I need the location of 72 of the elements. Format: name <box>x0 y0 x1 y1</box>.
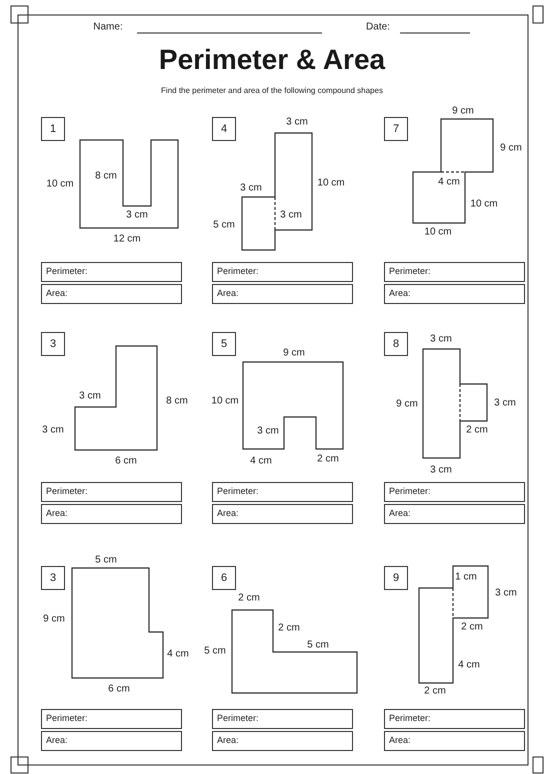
dimension-label: 10 cm <box>317 176 345 190</box>
dimension-label: 12 cm <box>113 232 141 246</box>
problem-number: 5 <box>212 332 236 356</box>
dimension-label: 4 cm <box>250 454 272 468</box>
dimension-label: 3 cm <box>286 116 308 130</box>
dimension-label: 2 cm <box>238 592 260 606</box>
answer-field: Perimeter: <box>384 482 525 502</box>
dimension-label: 9 cm <box>452 104 474 118</box>
dimension-label: 4 cm <box>438 176 460 190</box>
problem-number: 3 <box>41 566 65 590</box>
problem-number: 3 <box>41 332 65 356</box>
dimension-label: 3 cm <box>257 424 279 438</box>
dimension-label: 10 cm <box>211 394 239 408</box>
answer-field: Perimeter: <box>41 709 182 729</box>
dimension-label: 9 cm <box>283 346 305 360</box>
dimension-label: 3 cm <box>430 464 452 478</box>
answer-field: Area: <box>212 504 353 524</box>
dimension-label: 5 cm <box>213 218 235 232</box>
dimension-label: 10 cm <box>470 198 498 212</box>
dimension-label: 4 cm <box>167 648 189 662</box>
dimension-label: 9 cm <box>43 612 65 626</box>
dimension-label: 3 cm <box>126 208 148 222</box>
problem-number: 9 <box>384 566 408 590</box>
dimension-label: 6 cm <box>115 454 137 468</box>
dimension-label: 4 cm <box>458 658 480 672</box>
answer-field: Perimeter: <box>384 262 525 282</box>
dimension-label: 8 cm <box>95 170 117 184</box>
dimension-label: 1 cm <box>455 570 477 584</box>
dimension-label: 6 cm <box>108 682 130 696</box>
answer-field: Perimeter: <box>41 482 182 502</box>
problem-number: 7 <box>384 117 408 141</box>
dimension-label: 10 cm <box>424 226 452 240</box>
dimension-label: 3 cm <box>280 208 302 222</box>
answer-field: Perimeter: <box>212 262 353 282</box>
answer-field: Perimeter: <box>212 482 353 502</box>
answer-field: Area: <box>384 504 525 524</box>
answer-field: Area: <box>41 731 182 751</box>
problem-number: 1 <box>41 117 65 141</box>
answer-field: Area: <box>212 731 353 751</box>
problem-number: 8 <box>384 332 408 356</box>
field-label: Name: <box>93 20 123 34</box>
dimension-label: 9 cm <box>500 142 522 156</box>
dimension-label: 5 cm <box>95 554 117 568</box>
title: Perimeter & Area <box>158 44 386 76</box>
dimension-label: 8 cm <box>166 394 188 408</box>
problem-number: 6 <box>212 566 236 590</box>
field-label: Date: <box>366 20 390 34</box>
dimension-label: 2 cm <box>461 620 483 634</box>
dimension-label: 10 cm <box>46 178 74 192</box>
dimension-label: 3 cm <box>430 332 452 346</box>
dimension-label: 2 cm <box>424 684 446 698</box>
answer-field: Area: <box>384 731 525 751</box>
dimension-label: 5 cm <box>307 638 329 652</box>
problem-number: 4 <box>212 117 236 141</box>
dimension-label: 9 cm <box>396 398 418 412</box>
answer-field: Area: <box>212 284 353 304</box>
dimension-label: 3 cm <box>240 182 262 196</box>
dimension-label: 5 cm <box>204 644 226 658</box>
answer-field: Perimeter: <box>384 709 525 729</box>
dimension-label: 3 cm <box>495 586 517 600</box>
answer-field: Area: <box>41 284 182 304</box>
dimension-label: 3 cm <box>42 424 64 438</box>
answer-field: Perimeter: <box>41 262 182 282</box>
dimension-label: 2 cm <box>278 622 300 636</box>
dimension-label: 2 cm <box>466 424 488 438</box>
dimension-label: 2 cm <box>317 452 339 466</box>
answer-field: Perimeter: <box>212 709 353 729</box>
answer-field: Area: <box>41 504 182 524</box>
instruction-text: Find the perimeter and area of the following compound shapes <box>161 85 383 97</box>
dimension-label: 3 cm <box>79 390 101 404</box>
dimension-label: 3 cm <box>494 396 516 410</box>
answer-field: Area: <box>384 284 525 304</box>
